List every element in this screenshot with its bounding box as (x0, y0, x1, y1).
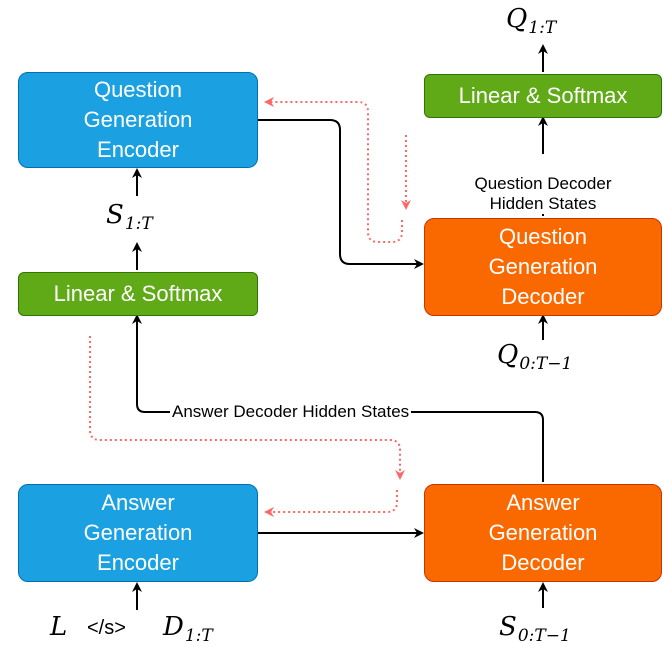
dotted-arrow-question-feedback-left (264, 97, 403, 243)
dotted-arrow-answer-feedback-down (89, 336, 405, 480)
linear-softmax-right-label: Linear & Softmax (458, 83, 628, 108)
s-intermediate-symbol: S1:T (106, 200, 153, 234)
linear-softmax-left-box: Linear & Softmax (18, 272, 258, 316)
arrow-qg-encoder-to-qg-decoder (258, 119, 424, 269)
qg-decoder-label: Question Generation Decoder (488, 224, 598, 309)
q-output-symbol: Q1:T (506, 4, 557, 38)
s-input-symbol: S0:T−1 (499, 612, 571, 646)
qg-encoder-label: Question Generation Encoder (83, 77, 193, 162)
ag-encoder-label: Answer Generation Encoder (83, 490, 193, 575)
arrow-answer-hidden-states (132, 314, 544, 482)
qg-encoder-box: Question Generation Encoder (18, 72, 258, 168)
ag-decoder-box: Answer Generation Decoder (424, 484, 662, 582)
l-input-symbol: L (50, 612, 68, 642)
answer-decoder-hidden-states-label: Answer Decoder Hidden States (170, 402, 412, 422)
d-input-symbol: D1:T (163, 612, 213, 646)
question-decoder-hidden-states-label: Question Decoder Hidden States (452, 154, 634, 214)
linear-softmax-left-label: Linear & Softmax (53, 281, 223, 306)
qg-decoder-box: Question Generation Decoder (424, 218, 662, 316)
ag-decoder-label: Answer Generation Decoder (488, 490, 598, 575)
ag-encoder-box: Answer Generation Encoder (18, 484, 258, 582)
q-input-symbol: Q0:T−1 (497, 340, 573, 374)
separator-token: </s> (87, 617, 126, 639)
linear-softmax-right-box: Linear & Softmax (424, 74, 662, 118)
dotted-arrow-answer-feedback-left (264, 490, 398, 517)
